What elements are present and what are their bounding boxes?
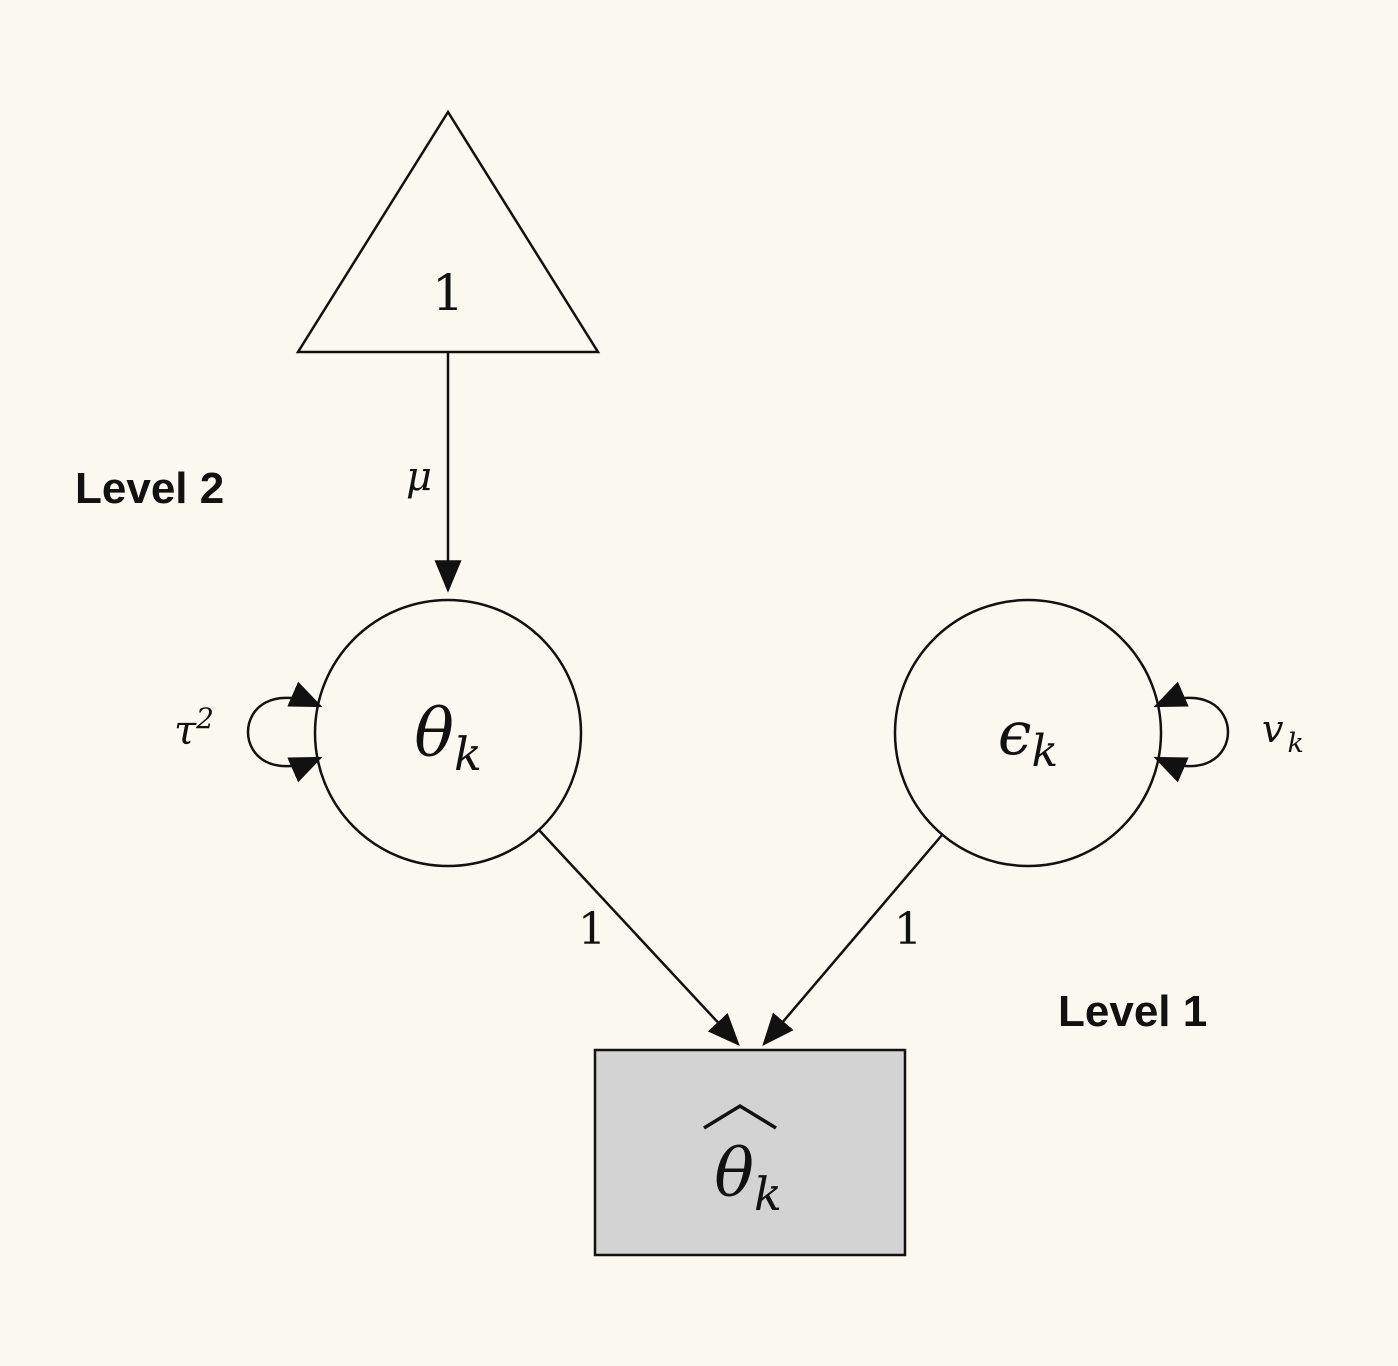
v-base: v bbox=[1262, 707, 1284, 751]
epsilon-loading-arrow bbox=[762, 834, 943, 1047]
epsilon-label: ϵk bbox=[998, 699, 1058, 777]
theta-hat-base: θ bbox=[714, 1135, 754, 1212]
theta-loading-label: 1 bbox=[578, 904, 606, 955]
theta-hat-subscript: k bbox=[754, 1167, 782, 1221]
epsilon-base: ϵ bbox=[998, 699, 1032, 769]
constant-label: 1 bbox=[432, 264, 464, 322]
v-variance-loop bbox=[1153, 681, 1230, 783]
epsilon-subscript: k bbox=[1031, 726, 1058, 777]
tau-base: τ bbox=[174, 708, 197, 754]
observed-theta-hat-rect bbox=[593, 1048, 907, 1257]
theta-label: θk bbox=[414, 695, 482, 781]
mu-label: μ bbox=[406, 454, 432, 500]
theta-loading-arrow bbox=[538, 829, 740, 1046]
level-1-label: Level 1 bbox=[1058, 987, 1207, 1036]
tau-variance-loop bbox=[246, 681, 323, 783]
theta-subscript: k bbox=[454, 727, 482, 781]
theta-hat-label: θk bbox=[714, 1135, 782, 1221]
theta-base: θ bbox=[414, 695, 454, 772]
theta-hat-accent bbox=[703, 1103, 777, 1130]
tau-superscript: 2 bbox=[195, 702, 214, 735]
level-2-label: Level 2 bbox=[75, 464, 224, 513]
epsilon-loading-label: 1 bbox=[894, 904, 922, 955]
v-subscript: k bbox=[1287, 728, 1303, 759]
tau-variance-label: τ2 bbox=[174, 702, 214, 754]
